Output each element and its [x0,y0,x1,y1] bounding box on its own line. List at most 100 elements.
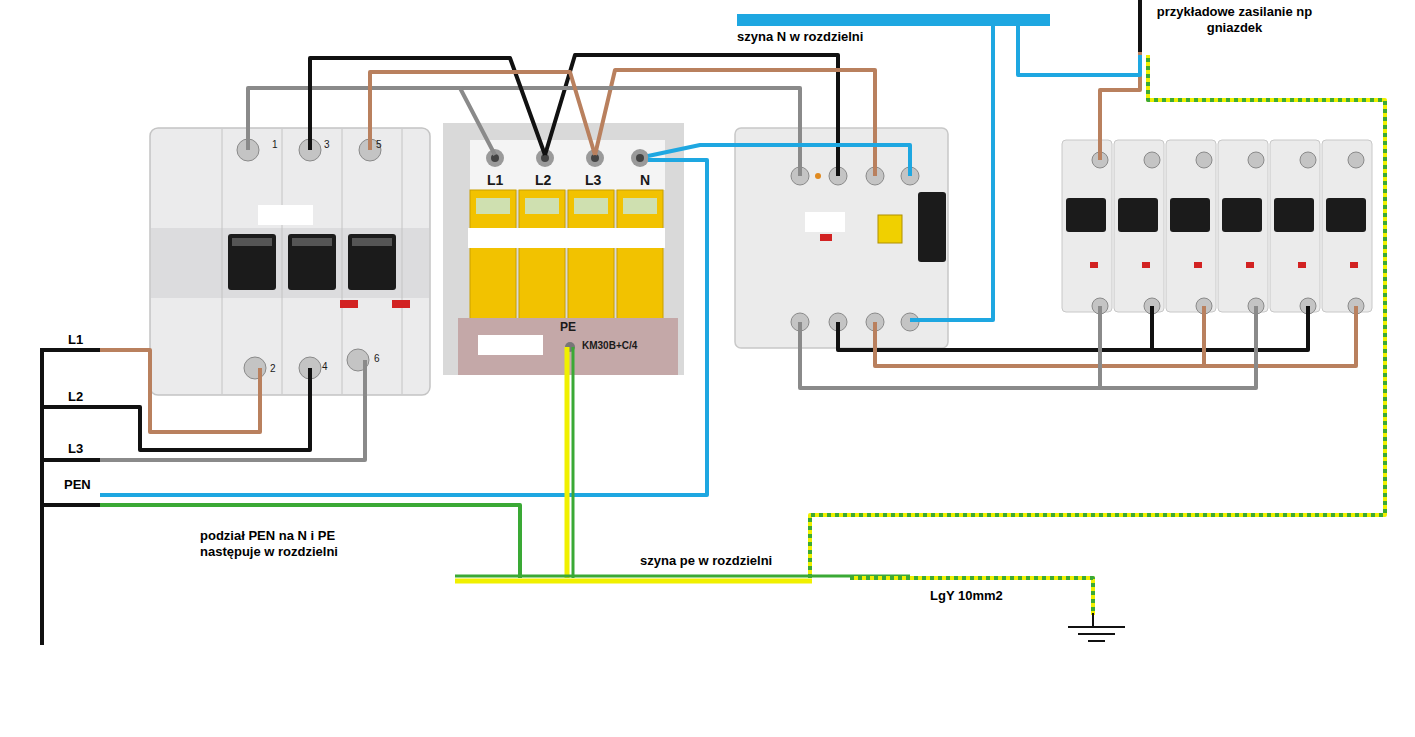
circuit-breaker-body [348,234,396,290]
pe-conductor-dotted [810,55,1385,578]
circuit-breaker-body [228,234,276,290]
wire-black [42,458,100,462]
terminal-label: L2 [535,172,551,188]
surge-arrester-body [478,335,543,355]
conductor-label: L1 [68,332,83,348]
wire-brown [1202,306,1206,366]
terminal-label: L1 [487,172,503,188]
earth-symbol [1088,640,1105,642]
circuit-breaker-body [222,129,223,394]
rcd-body [878,215,902,243]
wire-grey [246,130,250,150]
note-label: szyna pe w rozdzielni [640,553,772,569]
mcb-bodies [1170,198,1210,232]
wire-black [40,348,44,645]
surge-arrester-body [470,190,516,320]
pe-conductor-dotted [810,55,1385,615]
conductor-label: PEN [64,477,91,493]
circuit-breaker-body [258,205,313,225]
terminal-label: 3 [324,139,330,151]
circuit-breaker-body [151,228,429,298]
circuit-breaker-body [288,234,336,290]
wire-black [42,368,310,450]
wire-brown [368,130,372,150]
pe-wiring [455,579,812,584]
wire-connector [370,72,595,155]
wire-brown [100,52,1356,432]
surge-arrester-body [491,154,499,162]
surge-arrester-body [541,154,549,162]
earth-symbol [1068,613,1125,641]
pe-conductor-dotted [850,578,1093,615]
note-label: szyna N w rozdzielni [737,29,863,45]
note-label: przykładowe zasilanie np gniazdek [1152,4,1317,35]
earth-symbol [1068,626,1125,628]
conductor-label: L3 [68,441,83,457]
mcb-bodies [1196,152,1212,168]
circuit-breaker-body [232,238,272,246]
note-label: podział PEN na N i PE następuje w rozdzi… [200,528,375,559]
surge-arrester-body [568,190,614,320]
mcb-bodies [1300,152,1316,168]
conductor-label: L2 [68,389,83,405]
terminal-label: 1 [272,139,278,151]
circuit-breaker-body [352,238,392,246]
terminal-label: PE [560,321,576,335]
mcb-bodies [1298,262,1306,268]
surge-arrester-body [443,123,684,375]
mcb-bodies [1090,262,1098,268]
mcb-bodies [1246,262,1254,268]
mcb-bodies [1114,140,1164,312]
n-busbar [737,14,1050,26]
terminal-label: N [640,172,650,188]
terminal-label: 4 [322,361,328,373]
mcb-bodies [1348,152,1364,168]
wire-black [838,306,1308,350]
circuit-breaker-body [150,128,430,395]
wire-grey [1098,306,1102,388]
wire-brown [1100,52,1140,160]
terminal-label: L3 [585,172,601,188]
mcb-bodies [1142,262,1150,268]
note-label: LgY 10mm2 [930,588,1003,604]
wire-blue [1018,20,1140,75]
circuit-breaker-body [292,238,332,246]
circuit-breaker: 135246 [148,130,432,395]
rcd-body [820,234,832,241]
mcb-bodies [1248,152,1264,168]
wire-black [1150,306,1154,350]
wire-blue [100,160,707,495]
wire-blue [100,20,1140,495]
mcb-bodies [1274,198,1314,232]
terminal-label: KM30B+C/4 [582,340,637,352]
wire-black [42,0,1308,645]
surge-arrester-body [476,198,510,214]
terminal-label: 6 [374,353,380,365]
mcb-bodies [1062,140,1112,312]
circuit-breaker-body [342,129,343,394]
rcd-body [918,192,946,262]
pe-wiring [565,347,570,578]
surge-arrester-body [525,198,559,214]
mcb-bodies [1270,140,1320,312]
wire-blue [910,20,993,320]
n-busbar [737,14,1050,26]
surge-arrester-body [591,154,599,162]
terminal-label: 2 [270,363,276,375]
wire-grey [800,306,1256,388]
wire-brown [595,70,875,176]
surge-arrester-body [468,228,665,248]
wire-brown [100,350,260,432]
pe-conductor-dotted [850,578,1093,615]
circuit-breaker-body [150,128,430,395]
mcb-bodies [1218,140,1268,312]
wire-blue [648,145,910,176]
wire-black [1138,0,1142,52]
surge-arrester-body [470,140,665,190]
mcb-bodies [1222,198,1262,232]
mcb-bodies [1118,198,1158,232]
rcd-body [735,128,948,348]
surge-arrester-body [636,154,644,162]
wire-grey [100,88,1256,460]
circuit-breaker-body [282,129,283,394]
